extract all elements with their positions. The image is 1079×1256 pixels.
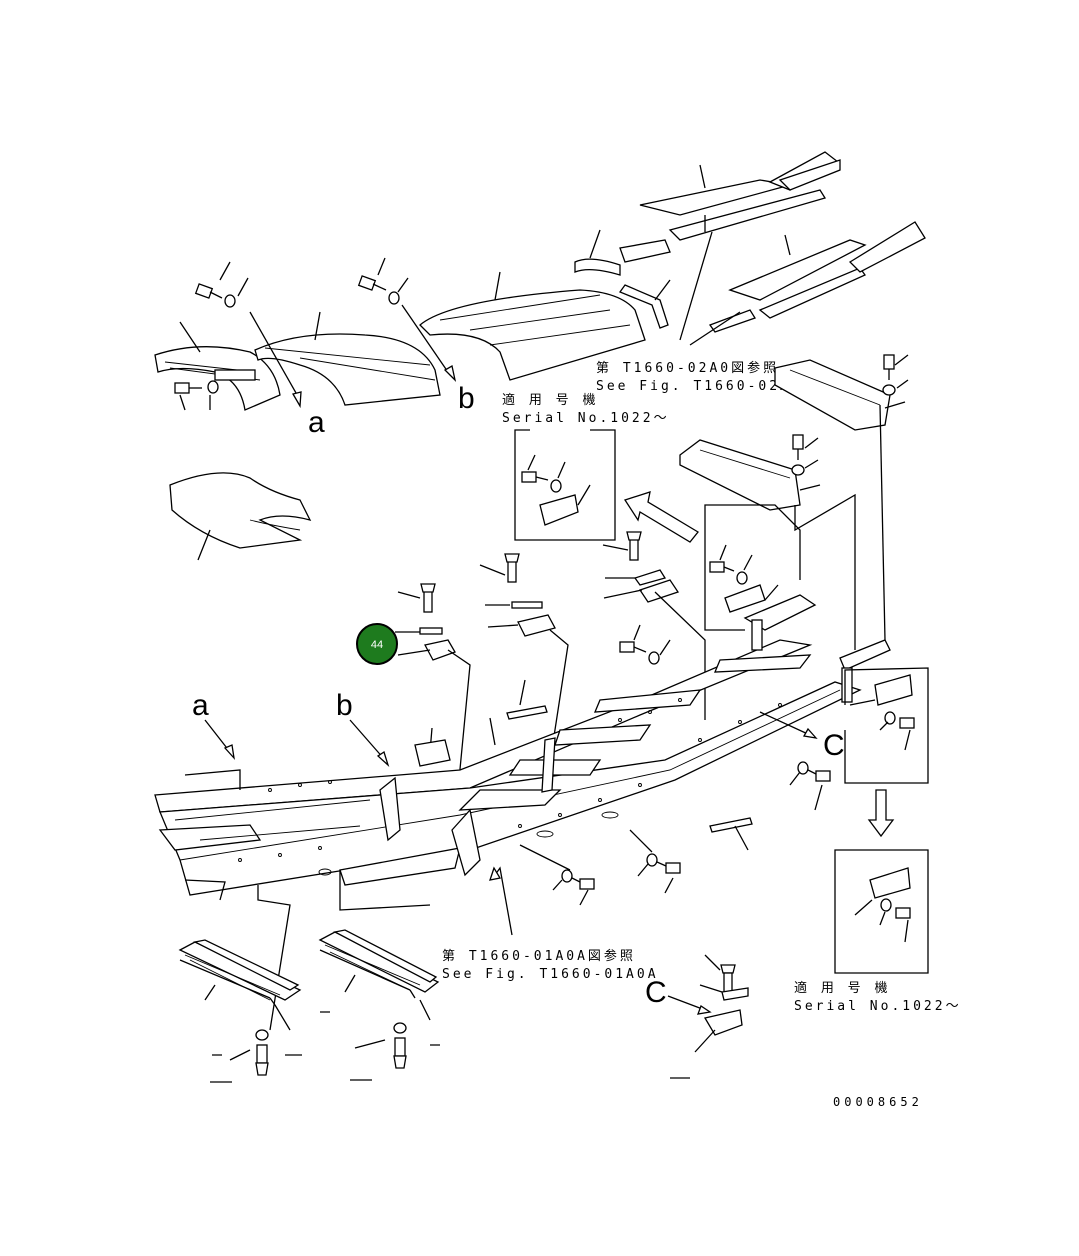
figure-reference-top-en: See Fig. T1660-02A0	[596, 379, 802, 394]
callout-badge-circle[interactable]	[356, 623, 398, 665]
main-frame	[154, 594, 891, 911]
view-c-box: C	[759, 667, 929, 974]
view-letter-c: C	[823, 729, 845, 762]
drawing-code: 00008652	[833, 1095, 923, 1109]
figure-reference-bottom: 第 T1660-01A0A図参照 See Fig. T1660-01A0A	[442, 866, 659, 982]
bracket-parts	[395, 531, 753, 851]
figure-reference-bottom-en: See Fig. T1660-01A0A	[442, 967, 659, 982]
figure-reference-top-jp: 第 T1660-02A0図参照	[596, 360, 779, 376]
view-letter-c-bottom: C	[645, 976, 667, 1009]
frame-holes	[238, 698, 782, 876]
callout-badge-44[interactable]: 44	[356, 623, 398, 665]
view-arrows-frame: a b a b	[184, 382, 475, 790]
serial-label-en-top: Serial No.1022～	[502, 411, 670, 426]
right-cover-assembly	[679, 354, 909, 650]
figure-reference-top: 第 T1660-02A0図参照 See Fig. T1660-02A0	[596, 360, 802, 394]
serial-label-en-bottom: Serial No.1022～	[794, 999, 962, 1014]
view-letter-b: b	[336, 689, 353, 722]
serial-label-jp-top: 適 用 号 機	[502, 392, 598, 408]
left-cover-assembly	[154, 257, 457, 411]
view-letter-b-top: b	[458, 382, 475, 415]
callout-badge-number[interactable]: 44	[371, 639, 383, 651]
serial-box-top: 適 用 号 機 Serial No.1022～	[502, 392, 699, 543]
view-letter-a: a	[192, 689, 209, 722]
serial-label-jp-bottom: 適 用 号 機	[794, 980, 890, 996]
view-c-detail: C	[645, 954, 749, 1079]
figure-reference-bottom-jp: 第 T1660-01A0A図参照	[442, 948, 636, 964]
cushion-part	[169, 472, 312, 561]
top-cover-assembly	[419, 229, 671, 381]
view-letter-a-top: a	[308, 406, 325, 439]
top-right-strips	[619, 151, 926, 346]
frame-bolts	[519, 761, 831, 906]
step-assemblies	[178, 885, 440, 1083]
